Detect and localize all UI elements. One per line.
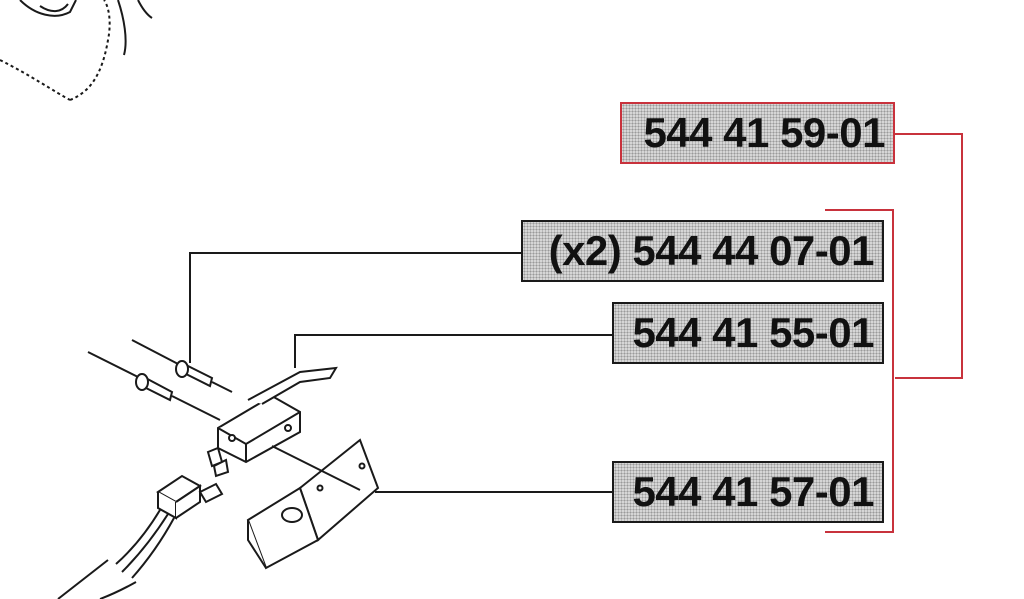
part-label-pin[interactable]: (x2) 544 44 07-01 [521, 220, 884, 282]
contact-pins [87, 339, 233, 421]
pin-leader [189, 252, 521, 363]
part-label-switch[interactable]: 544 41 55-01 [612, 302, 884, 364]
switch-leader [294, 334, 612, 368]
part-label-pin-text: (x2) 544 44 07-01 [548, 227, 875, 274]
kit-bracket-inner [825, 209, 894, 533]
part-label-switch-text: 544 41 55-01 [632, 309, 874, 356]
part-label-bracket-text: 544 41 57-01 [632, 468, 874, 515]
kit-bracket-outer [895, 133, 963, 379]
housing-outline [0, 0, 153, 101]
kit-bracket [825, 133, 963, 533]
connector-cable [57, 474, 224, 599]
part-label-kit[interactable]: 544 41 59-01 [620, 102, 895, 164]
pin-upper [131, 339, 233, 393]
leader-lines [189, 252, 612, 493]
mounting-bracket [246, 438, 380, 570]
pin-lower [87, 351, 221, 421]
micro-switch [206, 366, 338, 478]
part-label-bracket[interactable]: 544 41 57-01 [612, 461, 884, 523]
part-label-kit-text: 544 41 59-01 [643, 109, 885, 156]
